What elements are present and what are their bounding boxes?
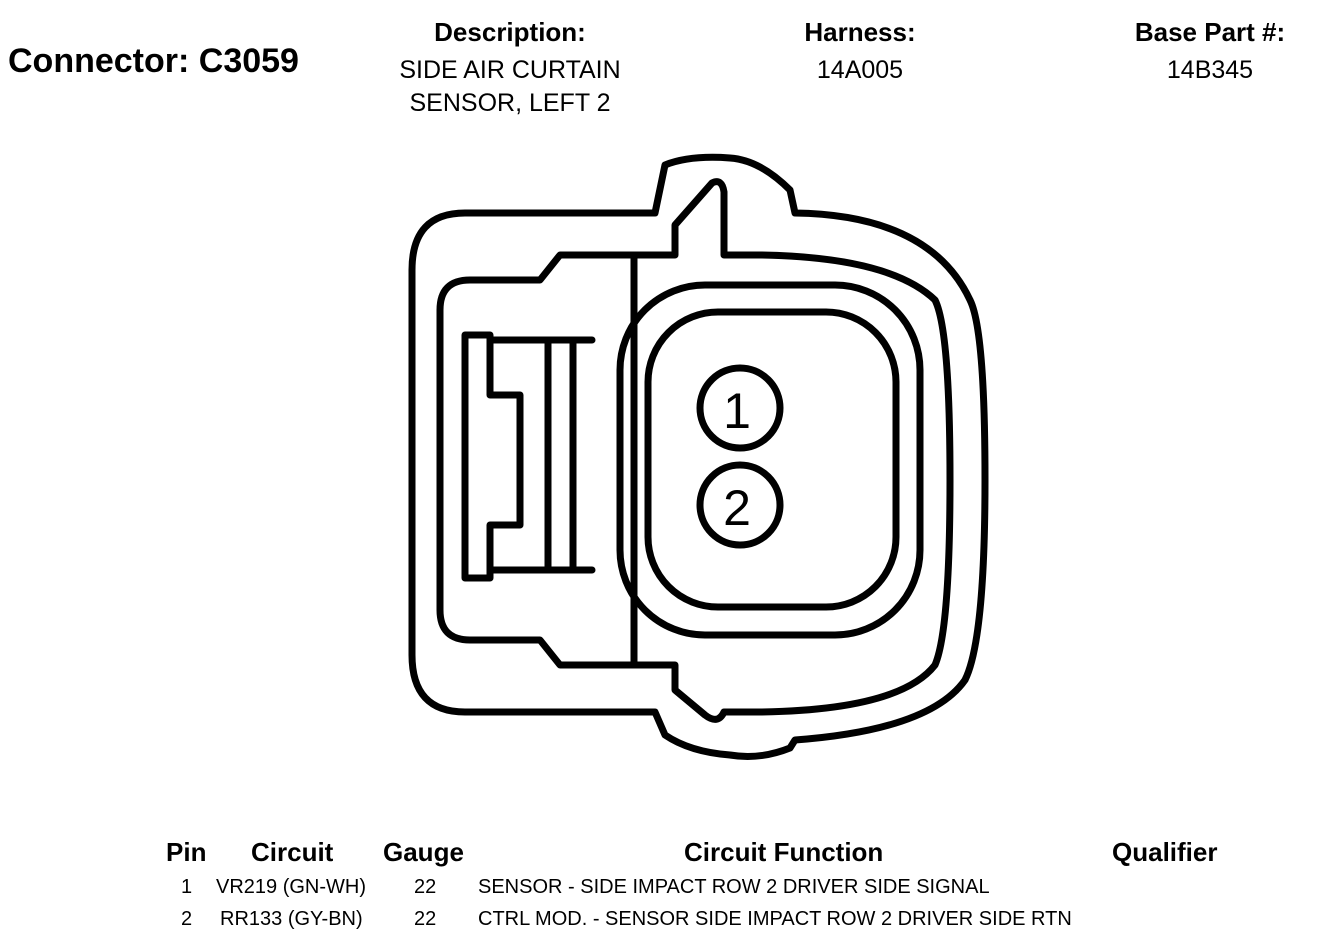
row-circuit: VR219 (GN-WH) (216, 876, 367, 898)
header-pin: Pin (166, 837, 207, 867)
header-circuit: Circuit (251, 837, 334, 867)
mating-face-outer (616, 281, 924, 639)
base-part-value: 14B345 (1166, 56, 1254, 84)
description-value: SIDE AIR CURTAIN SENSOR, LEFT 2 (360, 54, 660, 120)
description-line-2: SENSOR, LEFT 2 (409, 89, 611, 117)
row-function: SENSOR - SIDE IMPACT ROW 2 DRIVER SIDE S… (478, 876, 990, 898)
harness-column: Harness: 14A005 (760, 16, 960, 87)
description-label: Description: (434, 17, 586, 47)
row-pin: 1 (181, 876, 193, 898)
description-line-1: SIDE AIR CURTAIN (399, 56, 621, 84)
base-part-label: Base Part #: (1134, 17, 1286, 47)
latch-outline (461, 331, 524, 582)
connector-title: Connector: C3059 (8, 42, 299, 80)
header-circuit-function: Circuit Function (684, 837, 884, 867)
row-function: CTRL MOD. - SENSOR SIDE IMPACT ROW 2 DRI… (478, 908, 1072, 930)
pin-cavity-2 (696, 461, 784, 549)
pin-label-2: 2 (723, 480, 751, 536)
row-gauge: 22 (414, 908, 437, 930)
housing-outer-outline (408, 153, 989, 760)
table-row: 2 RR133 (GY-BN) 22 CTRL MOD. - SENSOR SI… (0, 908, 1328, 940)
table-row: 1 VR219 (GN-WH) 22 SENSOR - SIDE IMPACT … (0, 876, 1328, 908)
description-column: Description: SIDE AIR CURTAIN SENSOR, LE… (360, 16, 660, 120)
base-part-column: Base Part #: 14B345 (1110, 16, 1310, 87)
harness-label: Harness: (804, 17, 916, 47)
pin-cavity-1 (696, 364, 784, 452)
header-gauge: Gauge (383, 837, 464, 867)
harness-value: 14A005 (816, 56, 904, 84)
row-circuit: RR133 (GY-BN) (220, 908, 363, 930)
pin-label-1: 1 (723, 383, 751, 439)
housing-inner-outline (436, 178, 954, 723)
mating-face-inner (644, 308, 900, 611)
header-qualifier: Qualifier (1112, 837, 1218, 867)
row-pin: 2 (181, 908, 193, 930)
row-gauge: 22 (414, 876, 437, 898)
